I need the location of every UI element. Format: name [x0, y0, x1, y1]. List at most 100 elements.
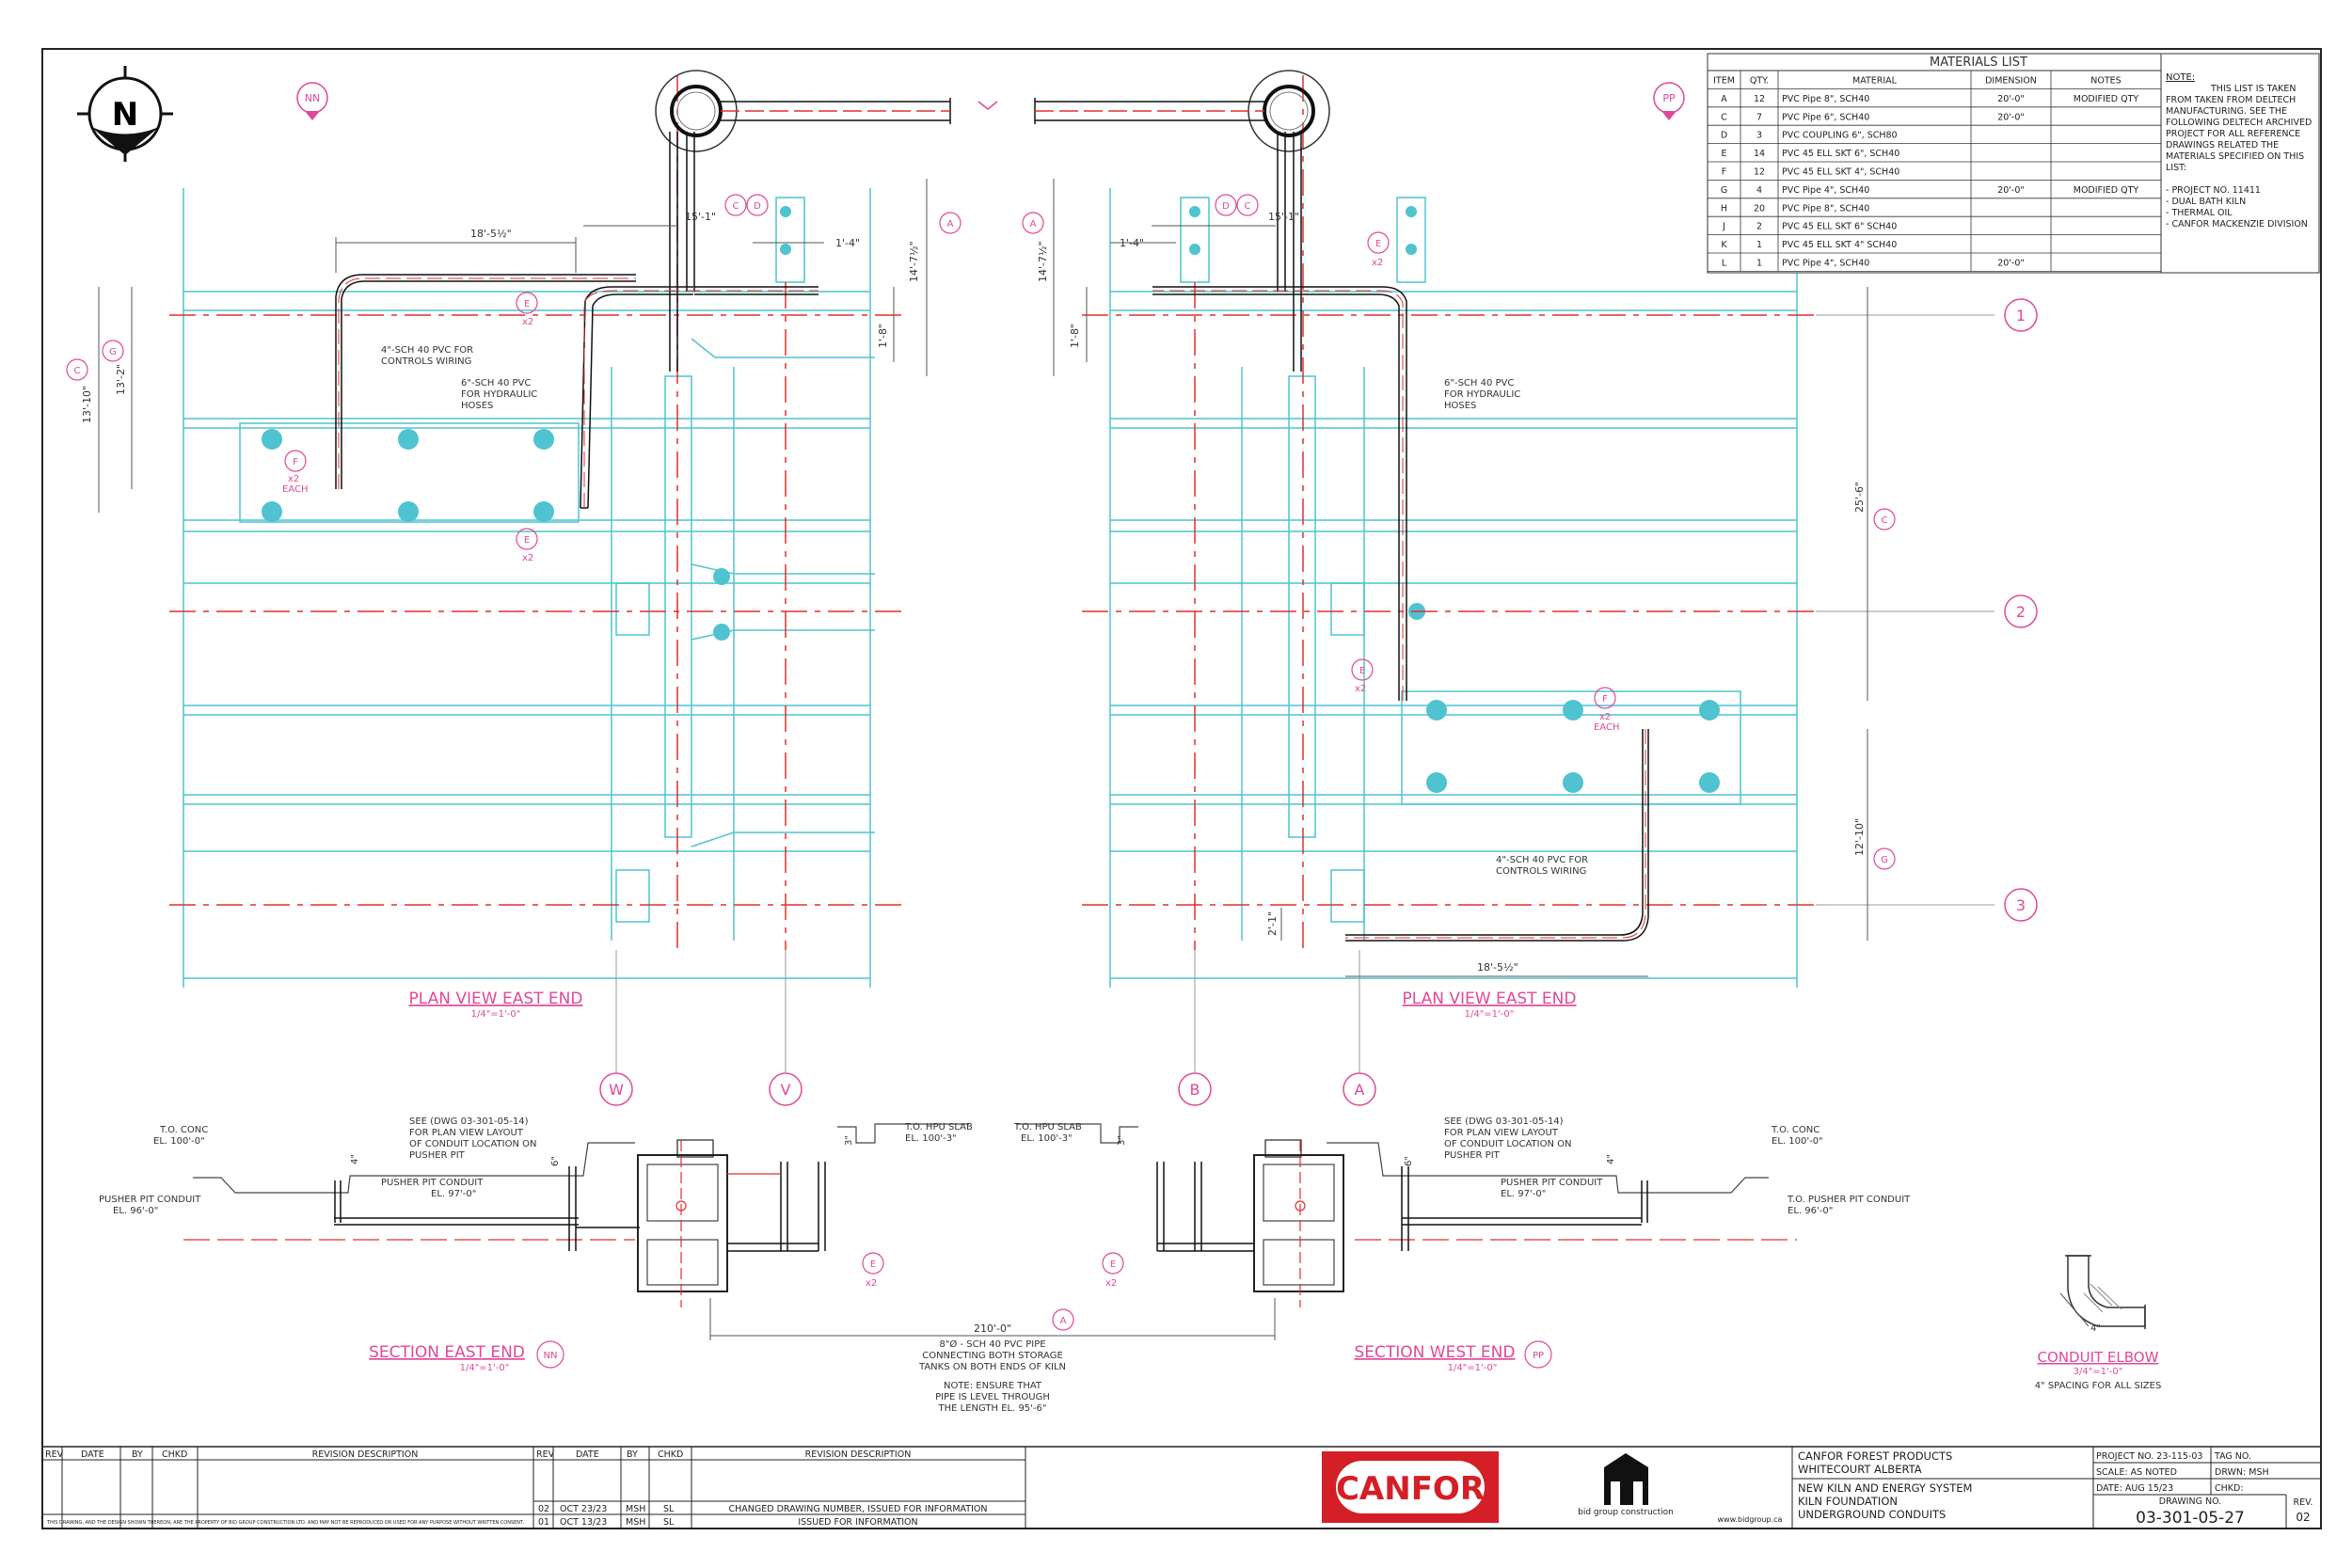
materials-note-line: DRAWINGS RELATED THE: [2166, 140, 2279, 150]
grid-bubble-a: A: [1343, 1072, 1376, 1106]
svg-text:4": 4": [1606, 1154, 1616, 1164]
materials-cell: PVC Pipe 8", SCH40: [1782, 203, 1869, 214]
svg-text:FOR PLAN VIEW LAYOUT: FOR PLAN VIEW LAYOUT: [409, 1128, 524, 1138]
svg-text:CHKD: CHKD: [658, 1449, 683, 1460]
svg-text:PUSHER PIT CONDUIT: PUSHER PIT CONDUIT: [99, 1195, 201, 1205]
svg-text:V: V: [781, 1081, 791, 1099]
svg-text:x2: x2: [288, 474, 299, 484]
svg-text:EL. 96'-0": EL. 96'-0": [1788, 1206, 1833, 1216]
svg-text:OF CONDUIT LOCATION ON: OF CONDUIT LOCATION ON: [1444, 1139, 1571, 1149]
section-east-labels: T.O. CONC EL. 100'-0" PUSHER PIT CONDUIT…: [99, 1117, 973, 1216]
svg-text:B: B: [1190, 1081, 1200, 1099]
section-east-title: SECTION EAST END 1/4"=1'-0" NN: [369, 1340, 564, 1373]
svg-text:REV: REV: [45, 1449, 64, 1460]
svg-text:2: 2: [2016, 603, 2026, 621]
controls-pipe-east: [335, 274, 636, 489]
svg-text:PP: PP: [1662, 92, 1676, 104]
svg-text:13'-2": 13'-2": [115, 364, 127, 395]
north-letter: N: [112, 96, 138, 134]
materials-cell: J: [1722, 222, 1725, 232]
materials-cell: G: [1721, 185, 1727, 196]
materials-cell: 12: [1754, 94, 1765, 104]
svg-text:DRWN: MSH: DRWN: MSH: [2215, 1467, 2269, 1478]
materials-cell: 20'-0": [1997, 185, 2025, 196]
svg-text:E: E: [1375, 239, 1381, 249]
grid-bubble-2: 2: [2004, 594, 2038, 628]
svg-text:EL. 100'-3": EL. 100'-3": [1021, 1133, 1073, 1144]
svg-text:210'-0": 210'-0": [974, 1323, 1011, 1335]
materials-cell: PVC 45 ELL SKT 4" SCH40: [1782, 240, 1897, 250]
svg-text:4"-SCH 40 PVC FOR: 4"-SCH 40 PVC FOR: [381, 345, 473, 356]
svg-text:TANKS ON BOTH ENDS OF KILN: TANKS ON BOTH ENDS OF KILN: [918, 1362, 1066, 1372]
materials-header-cell: ITEM: [1713, 76, 1735, 87]
svg-text:x2: x2: [1355, 684, 1366, 694]
svg-text:E: E: [1110, 1259, 1116, 1270]
svg-text:PLAN VIEW EAST END: PLAN VIEW EAST END: [409, 990, 583, 1008]
materials-cell: 20: [1754, 203, 1765, 214]
materials-cell: PVC COUPLING 6", SCH80: [1782, 131, 1898, 141]
materials-cell: 2: [1756, 222, 1762, 232]
svg-text:NOTE: ENSURE THAT: NOTE: ENSURE THAT: [944, 1381, 1042, 1391]
grid-bubble-v: V: [769, 1072, 803, 1106]
materials-cell: PVC Pipe 4", SCH40: [1782, 259, 1869, 269]
materials-header-cell: QTY.: [1750, 76, 1769, 87]
svg-text:NN: NN: [544, 1351, 558, 1361]
materials-cell: 1: [1756, 240, 1762, 250]
svg-text:REVISION DESCRIPTION: REVISION DESCRIPTION: [312, 1449, 419, 1460]
svg-text:6": 6": [550, 1156, 561, 1166]
svg-text:EL. 97'-0": EL. 97'-0": [1501, 1189, 1546, 1199]
svg-text:A: A: [1030, 219, 1037, 230]
materials-cell: 14: [1754, 149, 1765, 159]
materials-cell: PVC 45 ELL SKT 6" SCH40: [1782, 222, 1897, 232]
canfor-logo: CANFOR: [1322, 1451, 1499, 1523]
materials-cell: K: [1721, 240, 1727, 250]
pipe-centerlines: [338, 277, 1646, 939]
svg-text:D: D: [1222, 201, 1230, 212]
materials-cell: 20'-0": [1997, 94, 2025, 104]
svg-text:1/4"=1'-0": 1/4"=1'-0": [471, 1009, 521, 1020]
svg-text:SECTION WEST END: SECTION WEST END: [1355, 1343, 1516, 1362]
materials-note-line: MANUFACTURING. SEE THE: [2166, 106, 2287, 117]
grid-leaders: [615, 314, 1994, 1072]
svg-text:CANFOR FOREST PRODUCTS: CANFOR FOREST PRODUCTS: [1798, 1449, 1952, 1463]
svg-text:DRAWING NO.: DRAWING NO.: [2159, 1497, 2221, 1507]
svg-text:THE LENGTH EL. 95'-6": THE LENGTH EL. 95'-6": [938, 1403, 1047, 1414]
svg-text:6"-SCH 40 PVC: 6"-SCH 40 PVC: [461, 378, 531, 388]
grid-bubble-b: B: [1178, 1072, 1212, 1106]
plan-west-title: PLAN VIEW EAST END 1/4"=1'-0": [1403, 990, 1577, 1020]
svg-text:02: 02: [538, 1504, 549, 1514]
svg-text:OCT 23/23: OCT 23/23: [560, 1504, 607, 1514]
section-west-drawing: [1016, 1123, 1797, 1307]
grid-bubble-w: W: [599, 1072, 633, 1106]
svg-text:EL. 97'-0": EL. 97'-0": [431, 1189, 476, 1199]
svg-text:3": 3": [1117, 1135, 1127, 1146]
hydraulic-pipe-east: [580, 132, 818, 509]
svg-text:SL: SL: [663, 1504, 675, 1514]
svg-text:DATE: AUG 15/23: DATE: AUG 15/23: [2096, 1483, 2173, 1494]
materials-header-cell: NOTES: [2090, 76, 2121, 87]
materials-note-line: - CANFOR MACKENZIE DIVISION: [2166, 219, 2308, 230]
svg-text:PUSHER PIT CONDUIT: PUSHER PIT CONDUIT: [381, 1178, 484, 1188]
materials-cell: PVC 45 ELL SKT 4", SCH40: [1782, 167, 1899, 178]
materials-note-line: - THERMAL OIL: [2166, 208, 2233, 218]
svg-text:PLAN VIEW EAST END: PLAN VIEW EAST END: [1403, 990, 1577, 1008]
svg-text:E: E: [524, 535, 530, 546]
materials-cell: 7: [1756, 112, 1762, 122]
svg-text:PUSHER PIT CONDUIT: PUSHER PIT CONDUIT: [1501, 1178, 1603, 1188]
section-bubble-pp-top: PP: [1653, 82, 1685, 120]
svg-text:PROJECT NO. 23-115-03: PROJECT NO. 23-115-03: [2096, 1451, 2202, 1462]
grid-bubble-3: 3: [2004, 888, 2038, 922]
svg-text:1'-4": 1'-4": [835, 237, 860, 249]
plan-west-notes: 6"-SCH 40 PVC FOR HYDRAULIC HOSES 4"-SCH…: [1444, 378, 1588, 877]
svg-text:T.O. CONC: T.O. CONC: [1771, 1125, 1820, 1135]
svg-text:KILN FOUNDATION: KILN FOUNDATION: [1798, 1495, 1898, 1508]
svg-text:PP: PP: [1533, 1351, 1544, 1361]
drawing-number: 03-301-05-27: [2136, 1509, 2245, 1528]
svg-text:14'-7½": 14'-7½": [908, 241, 920, 282]
materials-note-line: PROJECT FOR ALL REFERENCE: [2166, 129, 2300, 139]
materials-cell: 3: [1756, 131, 1762, 141]
svg-text:MSH: MSH: [626, 1504, 645, 1514]
svg-text:CONNECTING BOTH STORAGE: CONNECTING BOTH STORAGE: [922, 1351, 1063, 1361]
svg-text:x2: x2: [1105, 1278, 1117, 1289]
